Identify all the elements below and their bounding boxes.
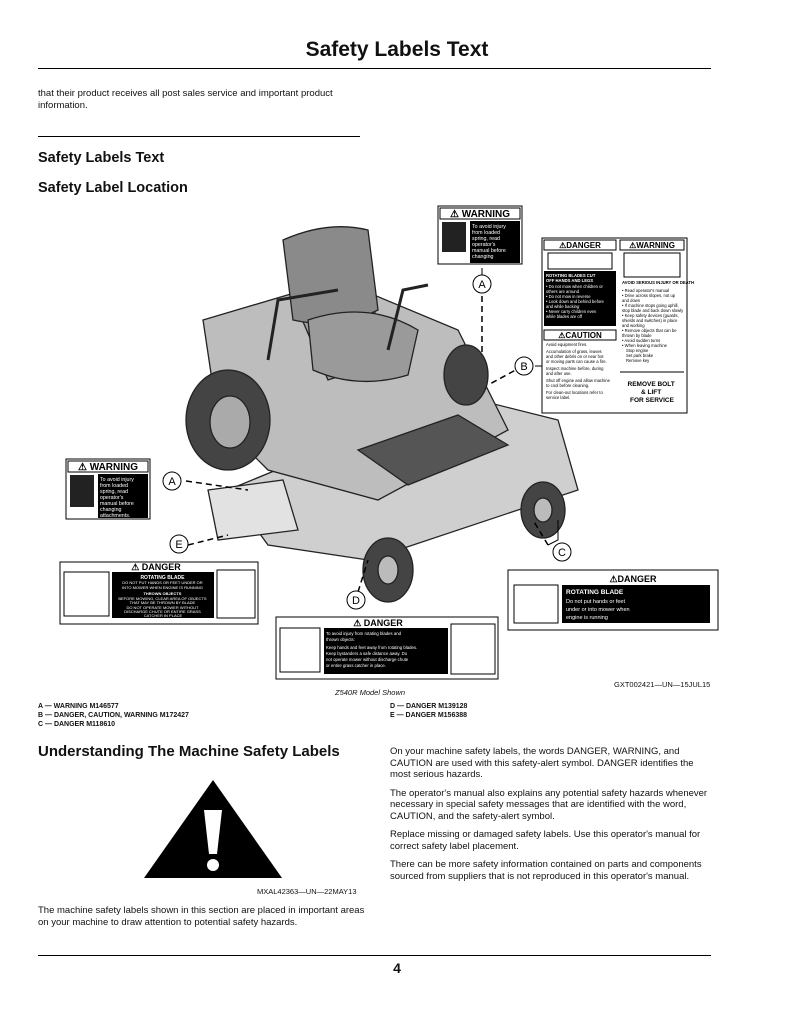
section-divider [38, 136, 360, 137]
header-rule [38, 68, 711, 69]
page-title: Safety Labels Text [305, 38, 489, 61]
heading-safety-label-location: Safety Label Location [38, 180, 188, 196]
heading-understanding-labels: Understanding The Machine Safety Labels [38, 743, 340, 760]
intro-text: that their product receives all post sal… [38, 88, 333, 111]
svg-text:ROTATING BLADES CUT OFF: ROTATING BLADES CUT OFF HANDS AND LEGS •… [546, 273, 605, 319]
svg-text:REMOVE BOLT & LIFT: REMOVE BOLT & LIFT FOR SERVICE [628, 381, 677, 404]
svg-text:⚠ DANGER: ⚠ DANGER [353, 618, 403, 628]
figure-code: GXT002421—UN—15JUL15 [614, 680, 711, 689]
paragraph: There can be more safety information con… [390, 859, 702, 882]
callout-a-left: A [162, 471, 182, 491]
svg-text:⚠ WARNING: ⚠ WARNING [450, 209, 510, 220]
page-number: 4 [393, 960, 401, 976]
callout-c: C [552, 542, 572, 562]
svg-text:To avoid injury from rotating: To avoid injury from rotating blades and… [326, 631, 418, 668]
svg-text:⚠ WARNING: ⚠ WARNING [78, 462, 138, 473]
svg-text:To avoid injury from loa: To avoid injury from loaded spring, read… [472, 224, 507, 260]
callout-circles: A A B C D E [162, 274, 572, 610]
svg-text:Avoid equipment fires. A: Avoid equipment fires. Accumulation of g… [546, 342, 611, 400]
alert-symbol-code: MXAL42363—UN—22MAY13 [257, 887, 357, 896]
svg-text:⚠DANGER: ⚠DANGER [609, 574, 657, 584]
svg-text:A: A [168, 476, 176, 488]
svg-text:D: D [352, 595, 360, 607]
label-e-danger: ⚠ DANGER ROTATING BLADE DO NOT PUT HANDS… [59, 561, 259, 625]
figure-caption: Z540R Model Shown [335, 688, 406, 697]
label-c-danger: ⚠DANGER ROTATING BLADE Do not put hands … [507, 569, 719, 631]
svg-text:ROTATING BLADE Do not pu: ROTATING BLADE Do not put hands or feet … [566, 589, 631, 621]
paragraph: Replace missing or damaged safety labels… [390, 829, 701, 852]
body-text-right: On your machine safety labels, the words… [390, 746, 714, 889]
svg-text:E: E [175, 539, 182, 551]
svg-text:C: C [558, 547, 566, 559]
safety-alert-icon [144, 780, 282, 878]
legend-item: B — DANGER, CAUTION, WARNING M172427 [38, 712, 189, 719]
svg-text:⚠DANGER: ⚠DANGER [559, 241, 601, 250]
label-legend-right: D — DANGER M139128 E — DANGER M156388 [390, 702, 467, 720]
svg-text:⚠ DANGER: ⚠ DANGER [131, 562, 181, 572]
label-b-group: ⚠DANGER ROTATING BLADES CUT OFF HANDS AN… [541, 237, 695, 414]
callout-e: E [169, 534, 189, 554]
callout-a-top: A [472, 274, 492, 294]
body-text-left: The machine safety labels shown in this … [38, 905, 365, 928]
heading-safety-labels-text: Safety Labels Text [38, 150, 165, 166]
label-d-danger: ⚠ DANGER To avoid injury from rotating b… [275, 616, 499, 680]
legend-item: A — WARNING M146577 [38, 703, 119, 710]
legend-item: C — DANGER M118610 [38, 721, 116, 728]
callout-d: D [346, 590, 366, 610]
paragraph: On your machine safety labels, the words… [390, 746, 694, 780]
svg-text:⚠CAUTION: ⚠CAUTION [558, 331, 602, 340]
svg-text:ROTATING BLADE DO NOT PU: ROTATING BLADE DO NOT PUT HANDS OR FEET … [118, 575, 207, 618]
svg-text:A: A [478, 279, 486, 291]
svg-text:⚠WARNING: ⚠WARNING [629, 241, 675, 250]
footer-rule [38, 955, 711, 956]
legend-item: E — DANGER M156388 [390, 712, 468, 719]
label-a-left-warning: ⚠ WARNING To avoid injury from loaded sp… [65, 458, 151, 520]
legend-item: D — DANGER M139128 [390, 703, 468, 710]
label-a-top-warning: ⚠ WARNING To avoid injury from loaded sp… [437, 205, 523, 265]
svg-text:B: B [520, 361, 527, 373]
label-legend-left: A — WARNING M146577 B — DANGER, CAUTION,… [38, 702, 189, 729]
svg-text:To avoid injury from loa: To avoid injury from loaded spring, read… [100, 477, 135, 519]
mower-figure: A A B C D E ⚠ WARNING To avoid injury fr… [59, 205, 719, 680]
paragraph: The operator's manual also explains any … [390, 787, 708, 822]
callout-b: B [514, 356, 534, 376]
svg-text:AVOID SERIOUS INJURY OR DEATH: AVOID SERIOUS INJURY OR DEATH • Read ope… [622, 280, 695, 363]
